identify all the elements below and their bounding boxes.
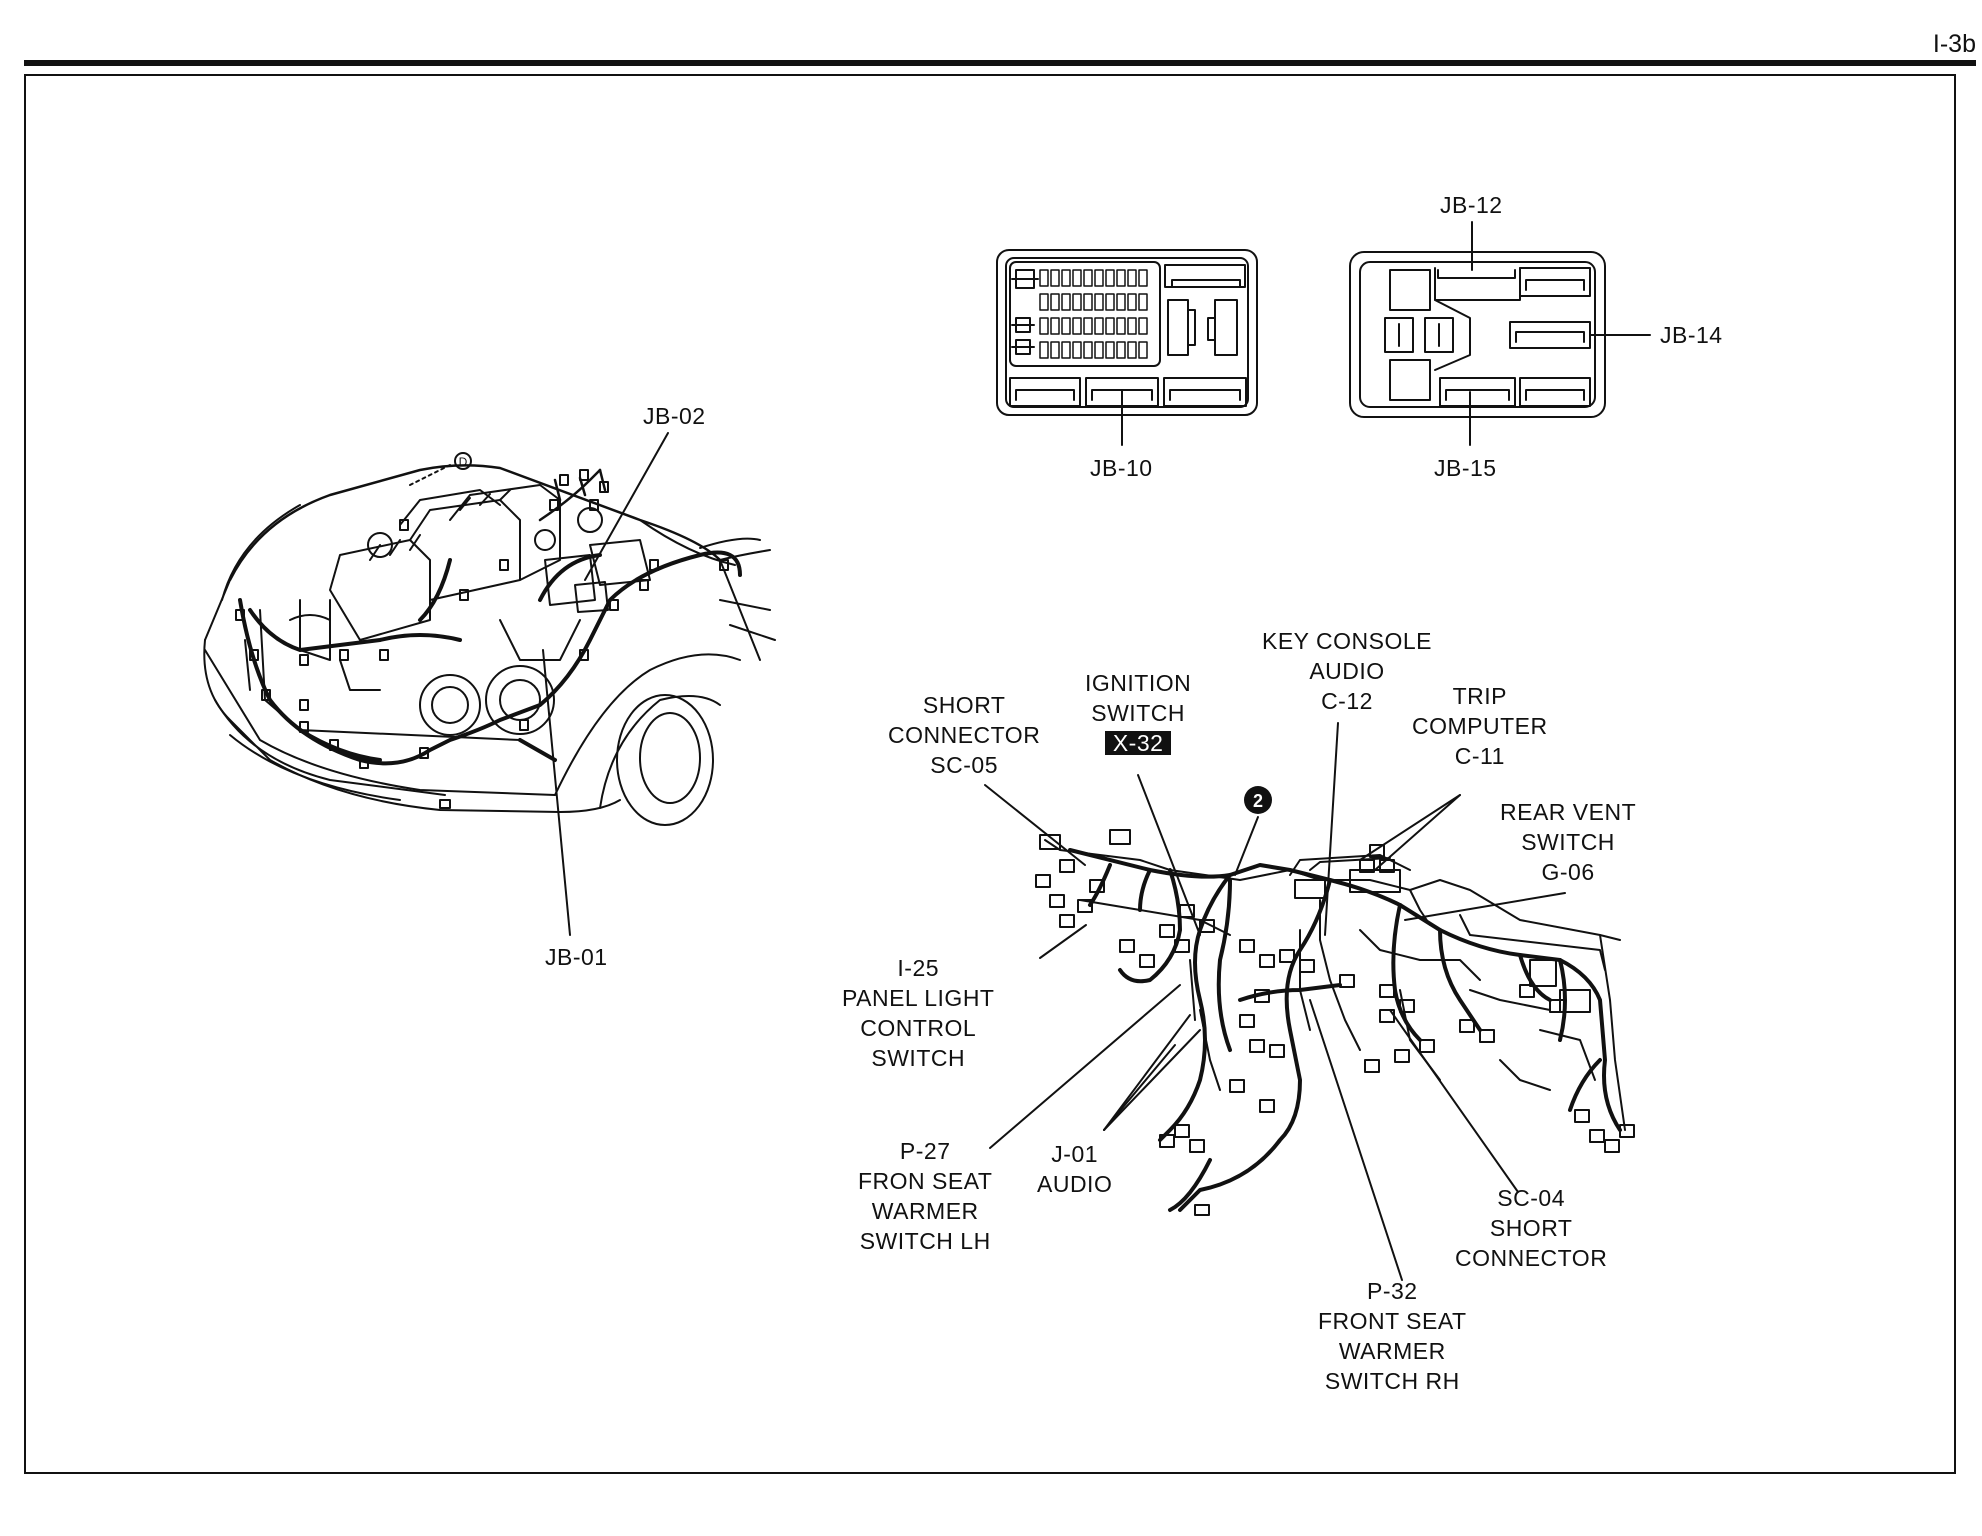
trip-computer-label: TRIP COMPUTER C-11 [1412, 683, 1548, 769]
rear-vent-switch-label: REAR VENT SWITCH G-06 [1500, 799, 1637, 885]
short-connector-sc04-label: SC-04 SHORT CONNECTOR [1455, 1185, 1608, 1271]
key-console-audio-label: KEY CONSOLE AUDIO C-12 [1262, 628, 1432, 714]
engine-marker-letter: D [459, 455, 468, 469]
jb14-label: JB-14 [1660, 322, 1723, 348]
seat-warmer-rh-label: P-32 FRONT SEAT WARMER SWITCH RH [1318, 1278, 1467, 1394]
jb10-label: JB-10 [1090, 455, 1153, 481]
ignition-code-badge: X-32 [1104, 731, 1172, 755]
junction-block-right [1349, 221, 1651, 446]
short-connector-sc05-label: SHORT CONNECTOR SC-05 [888, 692, 1041, 778]
jb15-label: JB-15 [1434, 455, 1497, 481]
jb01-label: JB-01 [545, 944, 608, 970]
diagram-frame [24, 74, 1956, 1474]
jb02-leader [584, 432, 669, 581]
harness-connectors [235, 469, 729, 809]
header-rule [24, 60, 1976, 66]
top-harness [538, 468, 607, 522]
seat-warmer-lh-label: P-27 FRON SEAT WARMER SWITCH LH [858, 1138, 993, 1254]
marker-circle [454, 452, 472, 470]
car-engine-bay-illustration [203, 464, 776, 826]
jb02-label: JB-02 [643, 403, 706, 429]
dashboard-connectors [1035, 829, 1635, 1216]
callout-circle [1244, 786, 1272, 814]
audio-j01-label: J-01 AUDIO [1037, 1141, 1113, 1197]
page-number: I-3b [1932, 30, 1976, 58]
callout-number: 2 [1253, 791, 1263, 811]
dashboard-leaders [984, 722, 1566, 1281]
jb01-leader [542, 649, 571, 936]
junction-block-left [996, 249, 1258, 446]
ignition-switch-label: IGNITION SWITCH X-32 [1085, 670, 1192, 756]
jb12-label: JB-12 [1440, 192, 1503, 218]
panel-light-switch-label: I-25 PANEL LIGHT CONTROL SWITCH [842, 955, 995, 1071]
marker-leader [409, 464, 451, 486]
engine-harness [238, 550, 742, 766]
dashboard-harness [1068, 848, 1622, 1212]
